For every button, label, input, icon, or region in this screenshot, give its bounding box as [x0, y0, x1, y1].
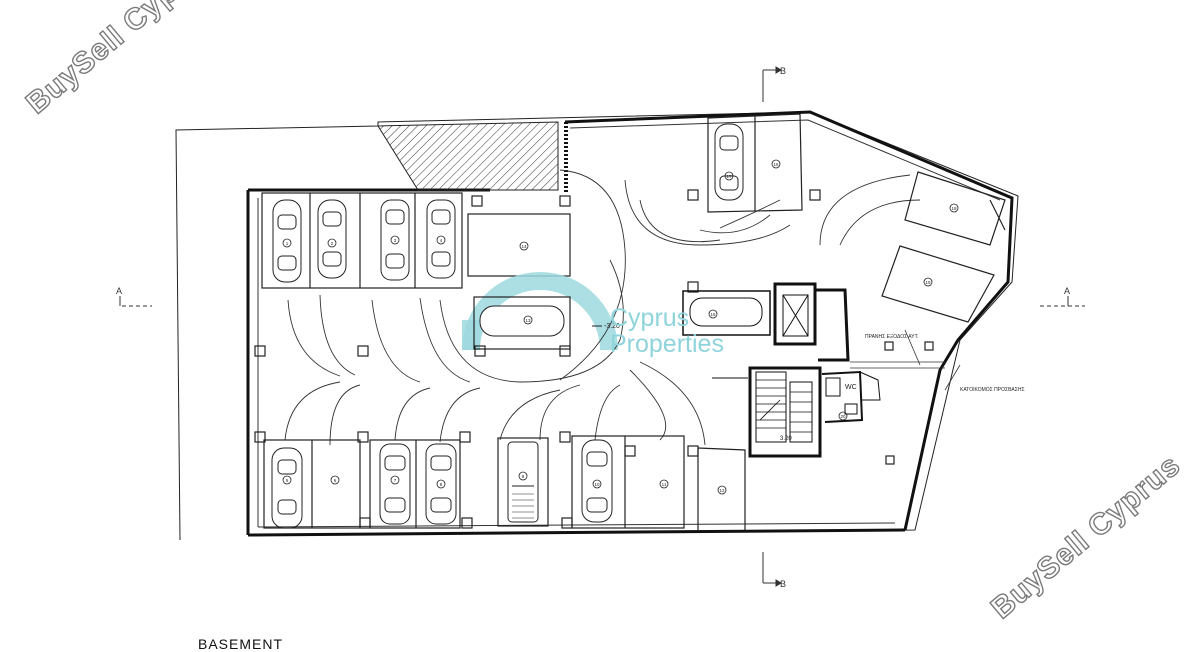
space-label: 18 [951, 206, 957, 211]
stair-note: 3.20 [780, 436, 792, 442]
site-outline [175, 111, 1019, 541]
space-label: 3 [394, 238, 397, 243]
turning-arcs [284, 169, 921, 446]
section-label-a-left: A [116, 286, 122, 296]
logo-mark [462, 272, 618, 350]
space-label: 14 [521, 244, 527, 249]
space-label: 10 [594, 482, 600, 487]
cars-top-left [272, 199, 456, 283]
space-label: 5 [286, 478, 289, 483]
space-label: 15 [710, 312, 716, 317]
parking-space-central [473, 296, 571, 350]
section-label-b-top: B [780, 66, 786, 76]
space-label: 2 [331, 241, 334, 246]
space-number-circles [282, 159, 959, 495]
logo-text-line2: Properties [610, 330, 724, 358]
space-label: 19 [925, 280, 931, 285]
section-label-b-bottom: B [780, 579, 786, 589]
space-label: 17 [726, 174, 732, 179]
logo-text-line1: Cyprus [610, 304, 690, 332]
parking-space-central-upper [467, 213, 571, 277]
space-label: 9 [522, 474, 525, 479]
basement-walls [246, 110, 1014, 537]
space-label: 8 [440, 482, 443, 487]
space-label: 16 [773, 162, 779, 167]
ramp-label-1: ΠΡΑΝΗΣ ΕΞΟΔΟΣ ΑΥΤ. [865, 334, 919, 340]
drawing-caption: BASEMENT [198, 636, 284, 652]
car-central [479, 305, 565, 337]
space-label: 20 [840, 414, 846, 419]
space-label: 11 [662, 482, 667, 487]
space-label: 6 [334, 478, 337, 483]
space-label: 4 [440, 238, 443, 243]
section-marks [119, 66, 1085, 587]
space-label: 1 [286, 241, 289, 246]
parking-block-bottom [263, 435, 746, 530]
ramp-label-2: ΚΑΤΟΙΚΟΜΟΣ ΠΡΟΣΒΑΣΗΣ [960, 387, 1025, 393]
parking-block-top-right [707, 113, 1006, 323]
level-note: -3.20 [604, 323, 620, 330]
space-label: 12 [719, 488, 725, 493]
section-label-a-right: A [1064, 286, 1070, 296]
parking-block-top-left [261, 192, 463, 289]
wc-label: WC [845, 384, 857, 391]
core-block [682, 282, 881, 458]
inner-wall-lines [257, 119, 1001, 528]
ramp-hatch [377, 121, 559, 191]
space-label: 7 [394, 478, 397, 483]
space-label: 13 [525, 318, 531, 323]
